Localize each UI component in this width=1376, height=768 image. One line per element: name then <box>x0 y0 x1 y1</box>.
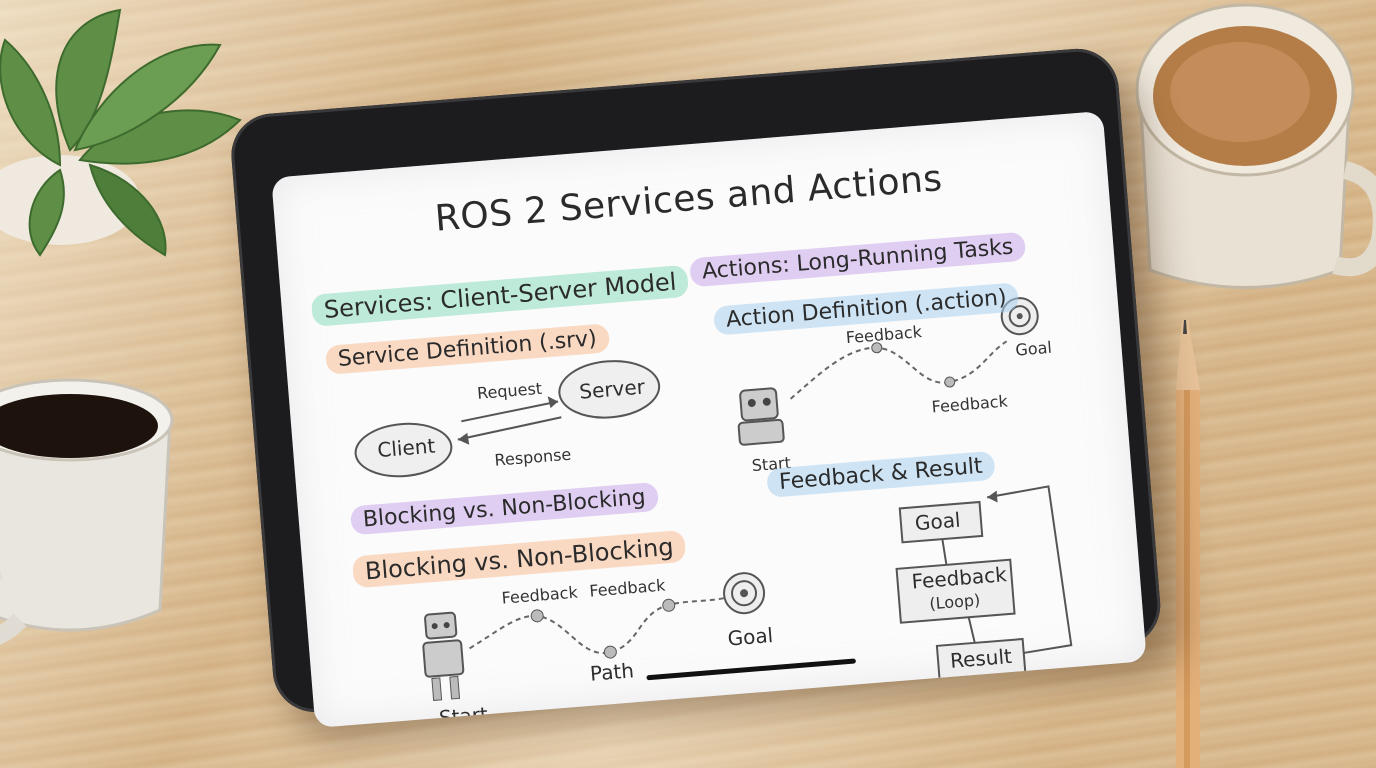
flow-goal-box: Goal <box>914 507 962 536</box>
path-goal-label: Goal <box>726 623 774 651</box>
tablet-screen: ROS 2 Services and Actions Services: Cli… <box>271 110 1147 728</box>
robot-icon <box>422 611 465 701</box>
robot-icon-actions <box>737 387 785 446</box>
flow-loop-label: (Loop) <box>928 590 981 614</box>
potted-plant <box>0 8 242 257</box>
flow-result-box: Result <box>949 643 1013 673</box>
service-sketch <box>354 297 1073 701</box>
tablet: ROS 2 Services and Actions Services: Cli… <box>215 4 1185 736</box>
pencil <box>1176 320 1200 768</box>
tablet-bezel: ROS 2 Services and Actions Services: Cli… <box>228 45 1164 728</box>
client-label: Client <box>376 433 437 463</box>
path-start-label: Start <box>438 702 489 728</box>
action-goal-label: Goal <box>1014 337 1053 360</box>
coffee-mug-right <box>1135 3 1376 289</box>
path-label: Path <box>589 658 635 686</box>
coffee-mug-left <box>0 378 174 645</box>
